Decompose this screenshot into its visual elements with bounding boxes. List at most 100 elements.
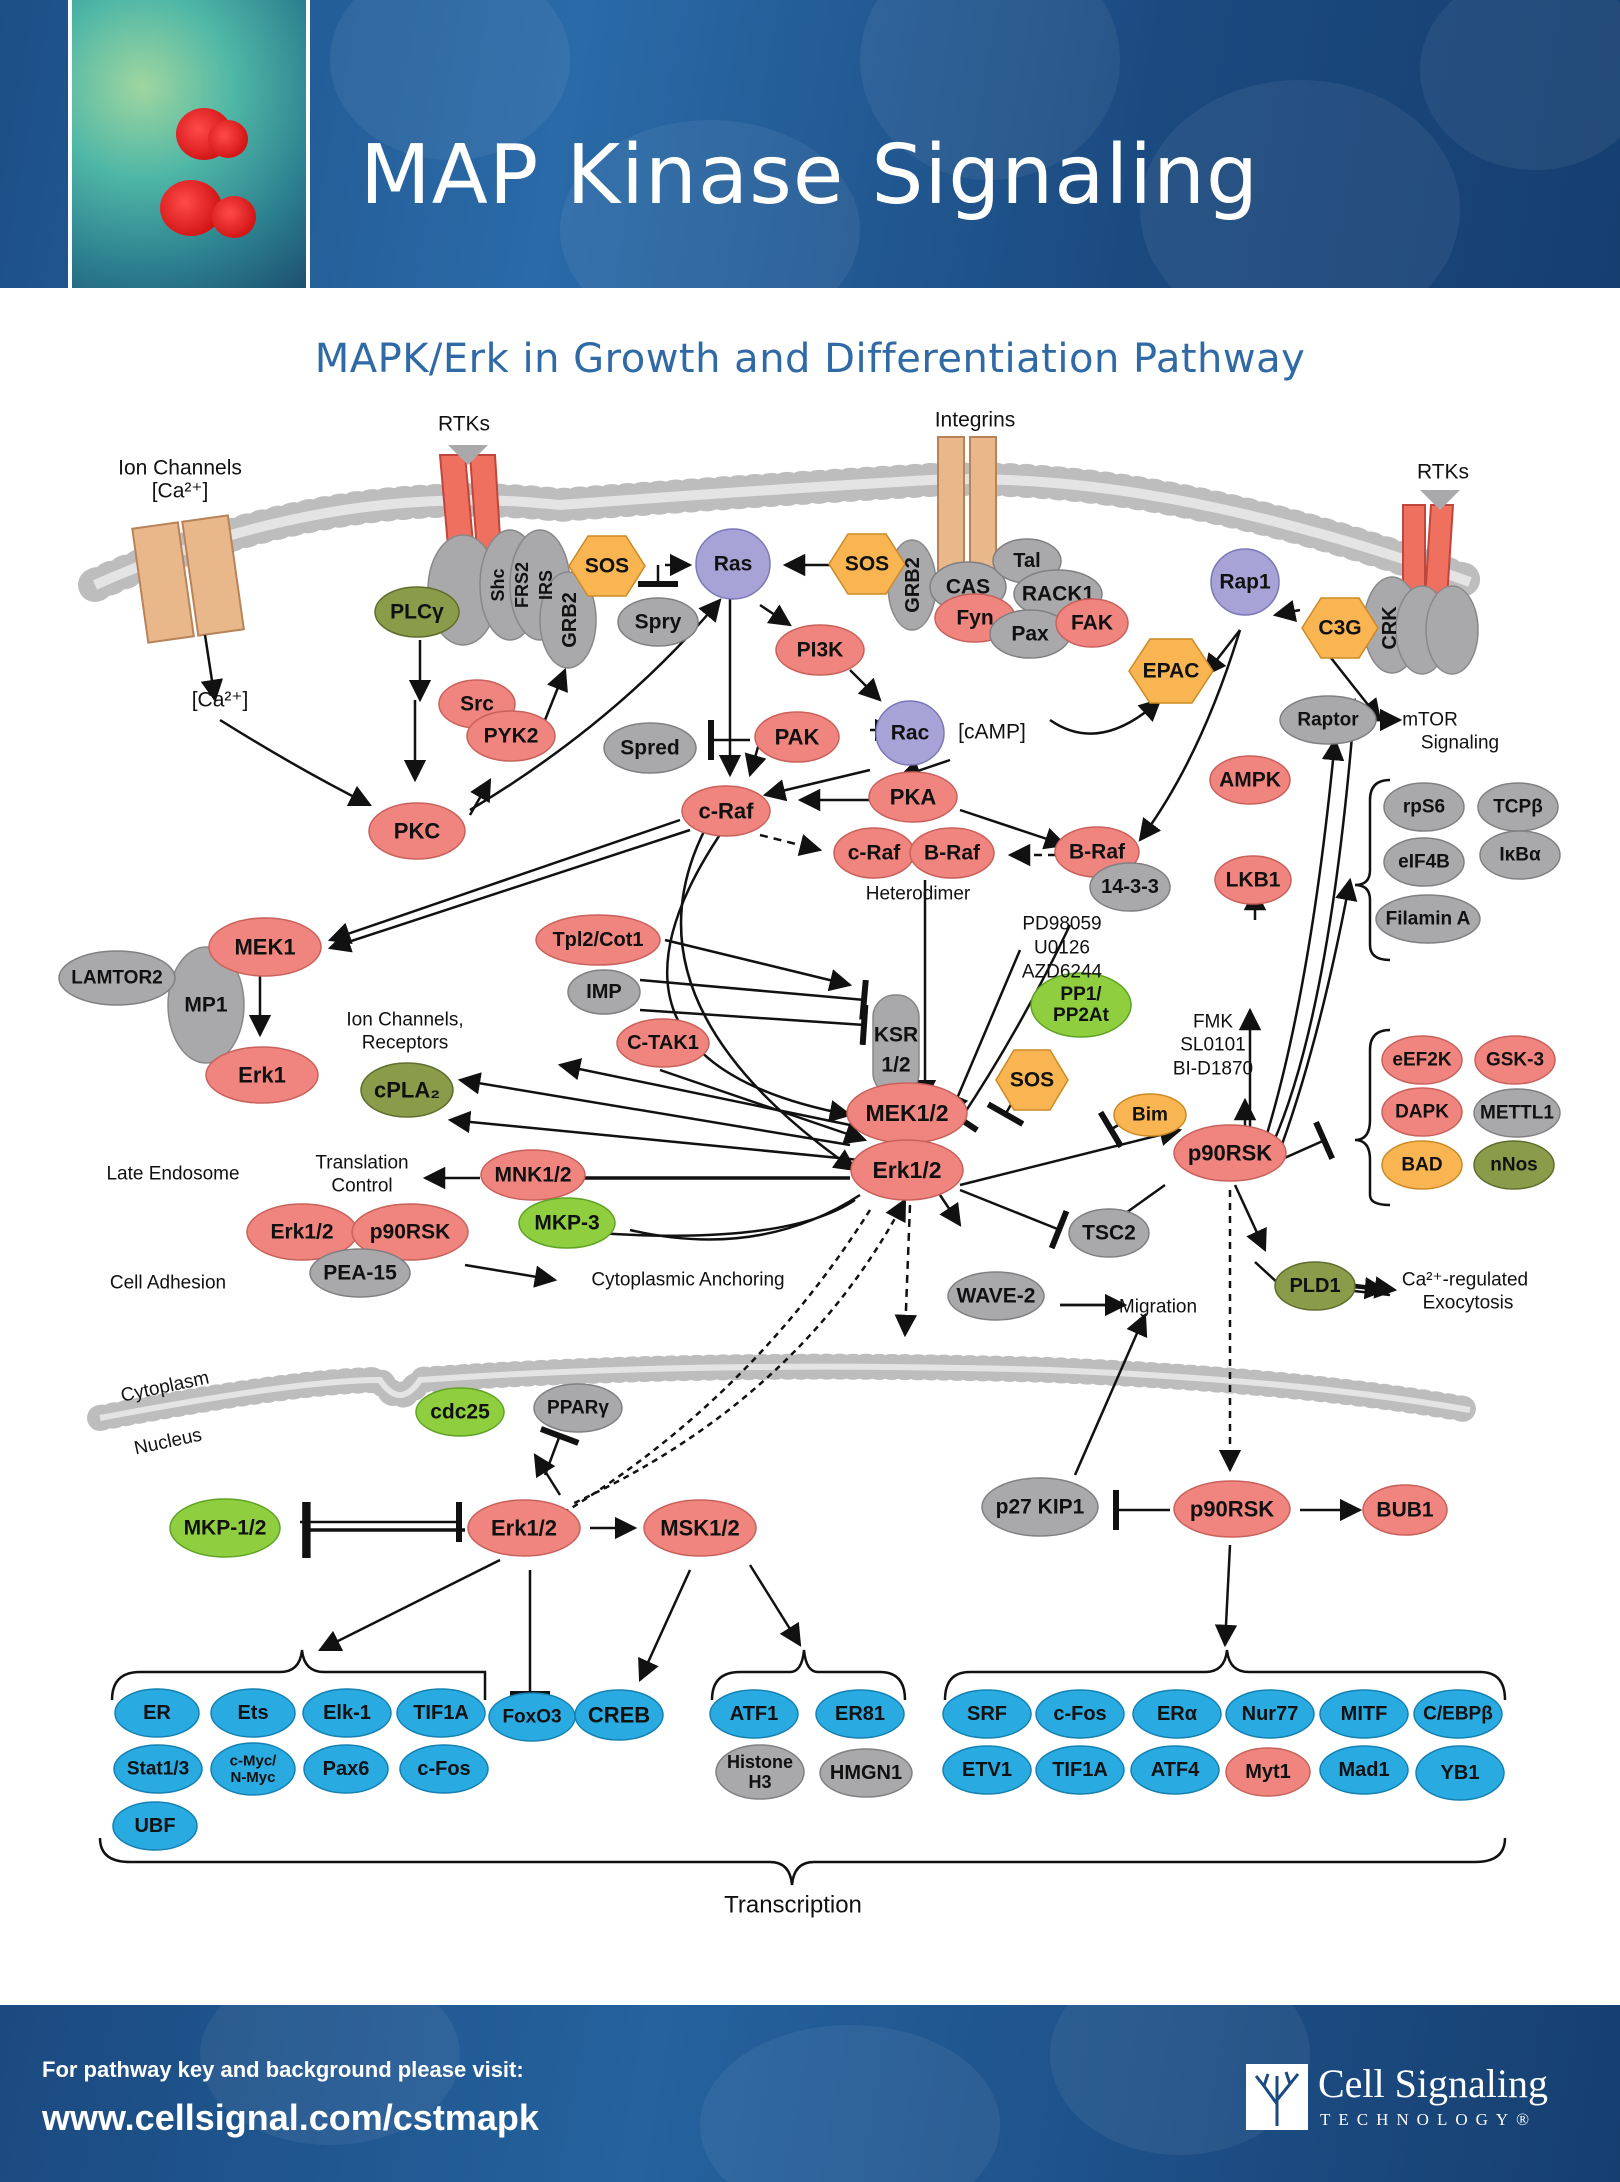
label-rtks-right: RTKs xyxy=(1417,461,1469,484)
node-label-gsk3: GSK-3 xyxy=(1486,1050,1544,1071)
header-banner: MAP Kinase Signaling xyxy=(0,0,1620,288)
node-label-cmyc2: N-Myc xyxy=(230,1769,275,1786)
node-label-cfos2: c-Fos xyxy=(1053,1703,1106,1725)
node-cfos2: c-Fos xyxy=(1035,1689,1125,1739)
node-label-ksr: KSR xyxy=(874,1024,918,1047)
node-filamin: Filamin A xyxy=(1375,894,1481,944)
node-cfos: c-Fos xyxy=(399,1744,489,1794)
tree-logo-icon xyxy=(1246,2064,1308,2130)
node-label-craf: c-Raf xyxy=(698,799,754,824)
node-label-p90rskn: p90RSK xyxy=(1190,1497,1274,1522)
node-c3g: C3G xyxy=(1301,597,1379,659)
node-label-mp1: MP1 xyxy=(184,994,228,1017)
node-mkp12: MKP-1/2 xyxy=(169,1498,281,1558)
node-nnos: nNos xyxy=(1473,1140,1555,1190)
node-label-hmgn1: HMGN1 xyxy=(830,1762,902,1784)
node-plcg: PLCγ xyxy=(374,586,460,638)
node-pyk2: PYK2 xyxy=(466,710,556,762)
node-pak: PAK xyxy=(754,711,840,763)
node-mnk12: MNK1/2 xyxy=(480,1149,586,1201)
node-label-cdc25: cdc25 xyxy=(430,1401,490,1424)
node-label-cebpb: C/EBPβ xyxy=(1423,1704,1493,1725)
node-label-c3g: C3G xyxy=(1318,617,1361,640)
node-sos3: SOS xyxy=(995,1049,1069,1111)
label-mek-inhib3: AZD6244 xyxy=(1022,962,1103,983)
label-mtor2: Signaling xyxy=(1421,733,1499,754)
node-cebpb: C/EBPβ xyxy=(1413,1689,1503,1739)
node-dapk: DAPK xyxy=(1381,1087,1463,1137)
node-label-histone1: Histone xyxy=(727,1752,793,1772)
node-rps6: rpS6 xyxy=(1383,782,1465,832)
node-bim: Bim xyxy=(1113,1093,1187,1137)
node-label-ctak1: C-TAK1 xyxy=(627,1032,699,1054)
node-label-nnos: nNos xyxy=(1490,1155,1538,1176)
node-ksr2: 1/2 xyxy=(881,1054,910,1077)
node-label-rack1: RACK1 xyxy=(1022,583,1095,606)
node-label-cpla2: cPLA₂ xyxy=(374,1078,440,1103)
node-label-ampk: AMPK xyxy=(1219,769,1281,792)
node-yb1: YB1 xyxy=(1415,1745,1505,1801)
node-tpl2: Tpl2/Cot1 xyxy=(535,914,661,966)
ion-channel-shape xyxy=(131,514,245,644)
logo-tagline: TECHNOLOGY® xyxy=(1320,2110,1538,2129)
node-label-erk12b: Erk1/2 xyxy=(270,1221,333,1244)
node-pka: PKA xyxy=(868,771,958,823)
node-label-crk: CRK xyxy=(1379,606,1401,650)
node-label-mkp3: MKP-3 xyxy=(534,1212,599,1235)
node-label-creb: CREB xyxy=(588,1703,650,1728)
node-mek12: MEK1/2 xyxy=(846,1082,968,1144)
node-eef2k: eEF2K xyxy=(1381,1035,1463,1085)
node-label-fak: FAK xyxy=(1071,612,1113,635)
node-label-filamin: Filamin A xyxy=(1386,909,1471,930)
node-label-er: ER xyxy=(143,1702,171,1724)
label-rsk-inhib2: SL0101 xyxy=(1180,1035,1246,1056)
node-label-rac: Rac xyxy=(891,722,930,745)
node-rac: Rac xyxy=(875,700,945,766)
node-label-myt1: Myt1 xyxy=(1245,1761,1291,1783)
node-label-bad: BAD xyxy=(1401,1155,1442,1176)
node-label-tpl2: Tpl2/Cot1 xyxy=(552,929,643,951)
node-label-nur77: Nur77 xyxy=(1242,1703,1299,1725)
node-er: ER xyxy=(114,1688,200,1738)
node-label-grb2a: GRB2 xyxy=(559,592,581,648)
node-tif1a2: TIF1A xyxy=(1035,1745,1125,1795)
node-label-er81: ER81 xyxy=(835,1703,885,1725)
node-label-tcpb: TCPβ xyxy=(1493,797,1543,818)
adaptor-stacks xyxy=(167,529,1479,1096)
node-label-grb2b: GRB2 xyxy=(902,557,924,613)
node-label-bub1: BUB1 xyxy=(1376,1499,1433,1522)
node-label-ubf: UBF xyxy=(134,1815,175,1837)
footer-url-link[interactable]: www.cellsignal.com/cstmapk xyxy=(42,2097,539,2138)
node-label-plcg: PLCγ xyxy=(390,601,444,624)
node-label-pp1: PP1/ xyxy=(1060,984,1102,1005)
node-pi3k: PI3K xyxy=(775,624,865,676)
node-label-craf2: c-Raf xyxy=(848,842,902,865)
label-late-endosome: Late Endosome xyxy=(106,1164,239,1185)
node-spry: Spry xyxy=(617,597,699,647)
label-translation2: Control xyxy=(331,1176,392,1197)
node-label-pax6: Pax6 xyxy=(323,1758,370,1780)
node-ubf: UBF xyxy=(112,1801,198,1851)
node-label-braf: B-Raf xyxy=(1069,841,1126,864)
node-label-dapk: DAPK xyxy=(1395,1102,1449,1123)
node-label-pkc: PKC xyxy=(394,819,441,844)
node-lkb1: LKB1 xyxy=(1214,855,1292,905)
node-label-atf4: ATF4 xyxy=(1151,1759,1200,1781)
node-gsk3: GSK-3 xyxy=(1474,1035,1556,1085)
label-ca-inside: [Ca²⁺] xyxy=(192,689,249,712)
node-label-pp2a: PP2At xyxy=(1053,1005,1110,1026)
node-epac: EPAC xyxy=(1128,638,1214,704)
node-label-mnk12: MNK1/2 xyxy=(494,1164,571,1187)
node-label-era: ERα xyxy=(1157,1703,1198,1725)
node-foxo3: FoxO3 xyxy=(488,1692,576,1742)
label-translation1: Translation xyxy=(315,1153,408,1174)
label-ion-channels: Ion Channels xyxy=(118,457,242,480)
pathway-diagram: PLCγShcFRS2IRSGRB2SOSSpryRasSOSGRB2CASTa… xyxy=(58,409,1561,1919)
label-heterodimer: Heterodimer xyxy=(866,884,971,905)
node-label-lamtor2: LAMTOR2 xyxy=(71,968,162,989)
node-label-braf2: B-Raf xyxy=(924,842,981,865)
footer-banner: For pathway key and background please vi… xyxy=(0,2005,1620,2182)
node-irs: IRS xyxy=(536,570,556,600)
label-camp: [cAMP] xyxy=(958,721,1026,744)
node-ikba: IκBα xyxy=(1479,830,1561,880)
